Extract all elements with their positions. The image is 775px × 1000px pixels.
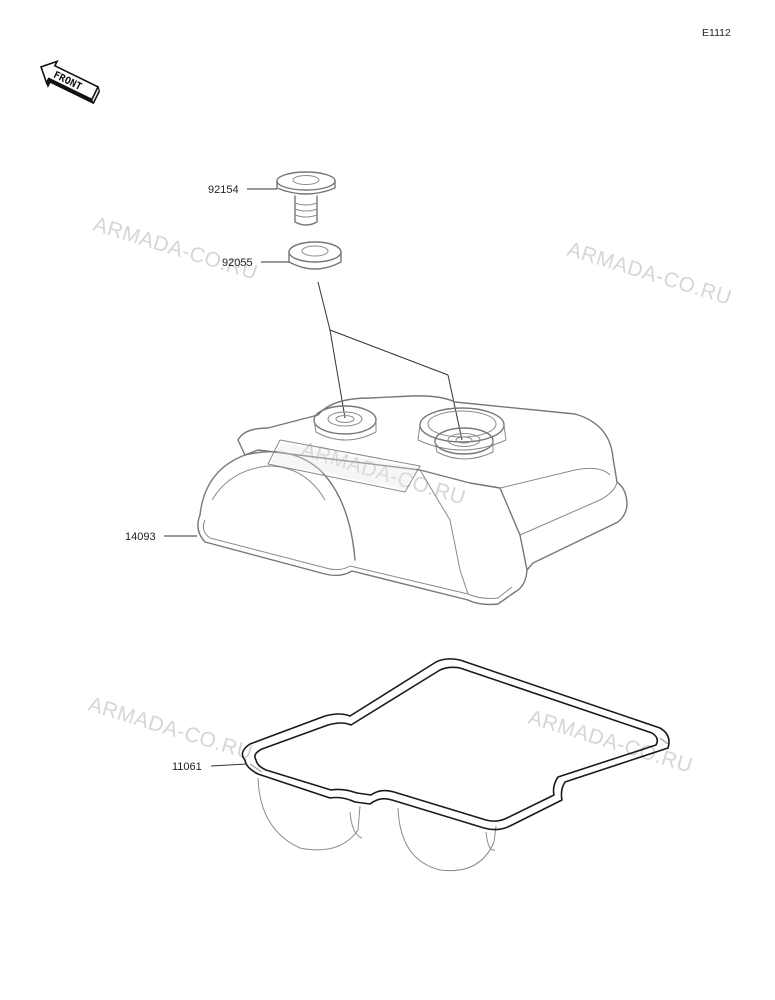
- part-number-14093: 14093: [125, 531, 156, 543]
- seal-washer-part: [288, 241, 342, 270]
- watermarks: ARMADA-CO.RU ARMADA-CO.RU ARMADA-CO.RU A…: [86, 213, 735, 778]
- cylinder-head-cover-part: [197, 395, 628, 606]
- front-arrow-icon: FRONT: [40, 59, 101, 105]
- assembly-lines: [317, 281, 463, 441]
- part-callouts: 92154 92055 14093 11061: [125, 184, 289, 773]
- bolt-part: [276, 171, 336, 226]
- part-number-92154: 92154: [208, 184, 239, 196]
- part-number-11061: 11061: [172, 761, 202, 773]
- watermark-text: ARMADA-CO.RU: [91, 213, 261, 285]
- watermark-text: ARMADA-CO.RU: [565, 238, 735, 310]
- cover-gasket-part: [241, 658, 670, 872]
- watermark-text: ARMADA-CO.RU: [86, 693, 256, 765]
- diagram-code: E1112: [702, 27, 731, 39]
- part-number-92055: 92055: [222, 257, 253, 269]
